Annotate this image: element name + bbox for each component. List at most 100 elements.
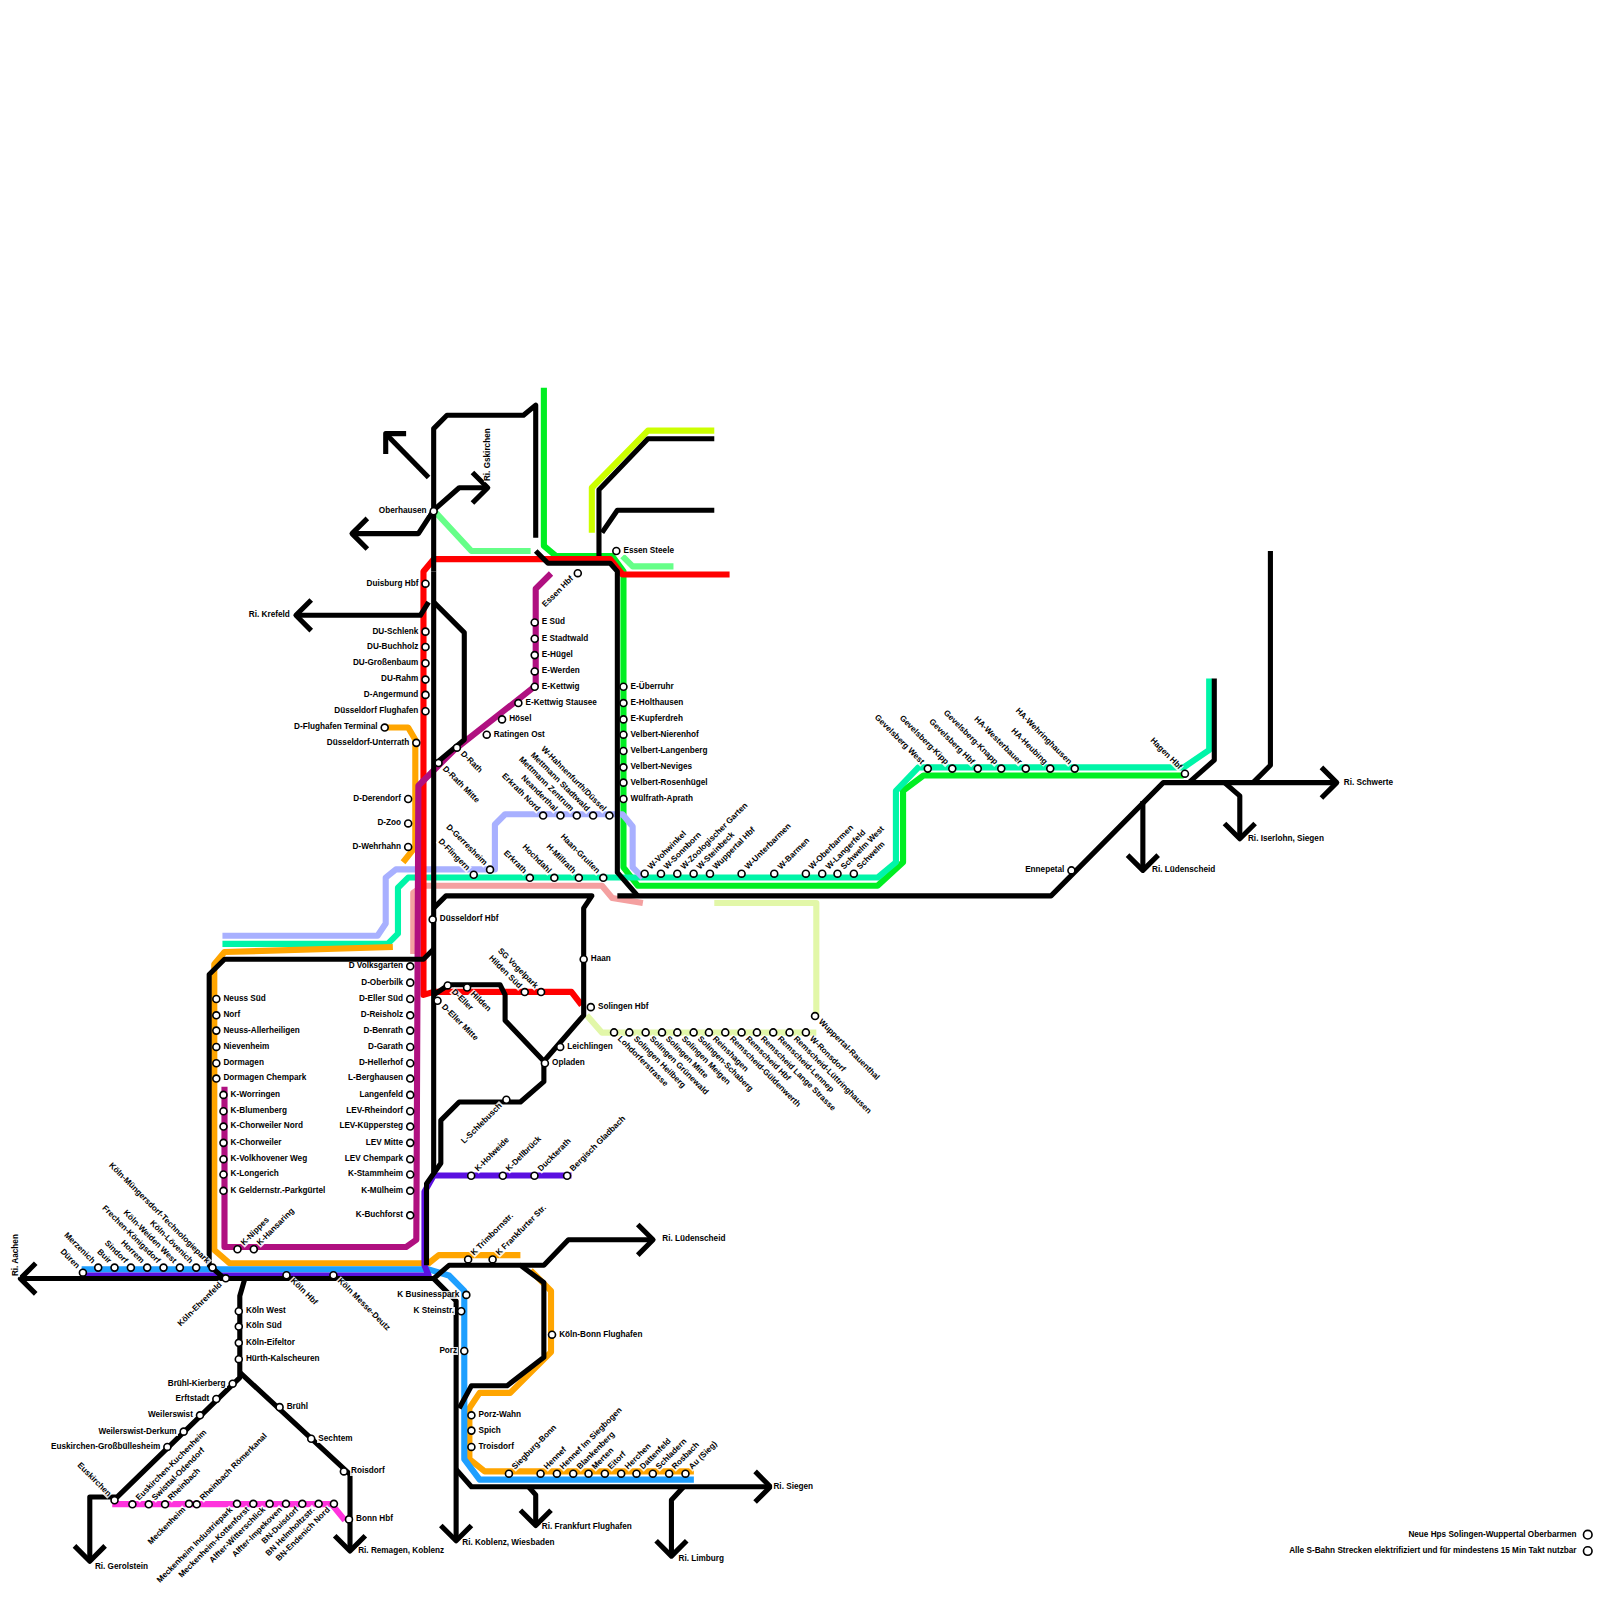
station-marker — [283, 1272, 290, 1279]
station-marker — [220, 1156, 227, 1163]
station-label: D-Garath — [367, 1043, 404, 1051]
station-marker — [540, 812, 547, 819]
station-label: Porz-Wahn — [478, 1411, 522, 1419]
station-marker — [722, 1029, 729, 1036]
station-label: Ri. Gerolstein — [94, 1563, 149, 1571]
station-label: D-Derendorf — [352, 795, 402, 803]
station-marker — [407, 1171, 414, 1178]
station-label: Essen Hbf — [541, 575, 577, 611]
station-label: Haan-Gruiten — [558, 832, 602, 876]
station-marker — [111, 1497, 118, 1504]
station-marker — [706, 870, 713, 877]
station-label: D Volksgarten — [348, 962, 404, 970]
station-marker — [235, 1323, 242, 1330]
station-label: Langenfeld — [358, 1091, 404, 1099]
station-marker — [413, 739, 420, 746]
station-marker — [209, 1264, 216, 1271]
station-label: L-Schlebusch — [460, 1101, 505, 1146]
station-marker — [463, 1291, 470, 1298]
station-label: Leichlingen — [566, 1043, 614, 1051]
station-marker — [299, 1500, 306, 1507]
station-marker — [422, 628, 429, 635]
station-marker — [802, 870, 809, 877]
station-marker — [464, 984, 471, 991]
station-marker — [235, 1356, 242, 1363]
station-label: Köln Süd — [245, 1322, 283, 1330]
station-label: Düsseldorf Flughafen — [333, 707, 419, 715]
station-marker — [620, 764, 627, 771]
station-marker — [330, 1272, 337, 1279]
station-marker — [531, 1172, 538, 1179]
legend-text: Neue Hps Solingen-Wuppertal Oberbarmen — [1407, 1531, 1577, 1539]
station-marker — [541, 1060, 548, 1067]
station-marker — [606, 812, 613, 819]
station-label: Ri. Aachen — [12, 1234, 20, 1278]
line-route — [714, 903, 816, 1015]
station-label: K Trimbornstr. — [470, 1211, 517, 1258]
station-marker — [282, 1500, 289, 1507]
station-marker — [315, 1500, 322, 1507]
station-marker — [515, 700, 522, 707]
station-label: K-Stammheim — [347, 1170, 404, 1178]
station-label: K-Volkhovener Weg — [230, 1155, 309, 1163]
station-marker — [553, 1470, 560, 1477]
station-marker — [641, 870, 648, 877]
station-label: D-Rath — [458, 749, 484, 775]
station-label: E-Kettwig — [541, 683, 581, 691]
station-marker — [407, 1156, 414, 1163]
line-route — [469, 1270, 693, 1471]
station-label: LEV-Küppersteg — [338, 1122, 404, 1130]
station-label: Brühl — [286, 1403, 309, 1411]
station-marker — [213, 1027, 220, 1034]
station-marker — [234, 1246, 241, 1253]
station-label: Velbert-Langenberg — [630, 747, 709, 755]
station-marker — [819, 870, 826, 877]
station-marker — [213, 1060, 220, 1067]
line-route — [434, 510, 531, 551]
station-label: Oberhausen — [378, 507, 428, 515]
station-marker — [235, 1339, 242, 1346]
station-label: Bonn Hbf — [355, 1515, 394, 1523]
station-marker — [340, 1468, 347, 1475]
station-label: Roisdorf — [350, 1467, 386, 1475]
station-marker — [220, 1108, 227, 1115]
station-marker — [551, 874, 558, 881]
station-marker — [674, 870, 681, 877]
station-marker — [145, 1501, 152, 1508]
station-marker — [407, 1075, 414, 1082]
legend-text: Alle S-Bahn Strecken elektrifiziert und … — [1288, 1547, 1577, 1555]
station-marker — [405, 843, 412, 850]
station-label: Ri. Lüdenscheid — [1151, 866, 1216, 874]
station-label: D-Zoo — [376, 819, 402, 827]
station-label: E-Kupferdreh — [630, 715, 684, 723]
station-marker — [974, 765, 981, 772]
station-marker — [613, 548, 620, 555]
station-label: Ri. Siegen — [772, 1483, 814, 1491]
station-marker — [587, 1004, 594, 1011]
station-label: LEV Chempark — [344, 1155, 404, 1163]
station-marker — [422, 580, 429, 587]
station-marker — [531, 668, 538, 675]
station-label: Brühl-Kierberg — [167, 1380, 227, 1388]
station-label: K-Longerich — [230, 1170, 280, 1178]
station-marker — [95, 1264, 102, 1271]
station-marker — [470, 871, 477, 878]
station-label: E-Kettwig Stausee — [524, 699, 597, 707]
station-label: Haan — [590, 955, 612, 963]
station-marker — [531, 652, 538, 659]
station-marker — [468, 1427, 475, 1434]
station-label: Troisdorf — [478, 1443, 515, 1451]
station-label: Dormagen — [222, 1059, 265, 1067]
station-label: Rheinbach Römerkanal — [198, 1431, 270, 1503]
station-label: DU-Großenbaum — [352, 659, 420, 667]
station-marker — [633, 1470, 640, 1477]
station-marker — [674, 1029, 681, 1036]
station-markers — [79, 508, 1592, 1556]
station-marker — [538, 989, 545, 996]
line-route — [587, 1015, 817, 1032]
station-label: Köln-Ehrenfeld — [176, 1280, 225, 1329]
station-label: Velbert-Nierenhof — [630, 731, 700, 739]
colored-lines — [82, 388, 1210, 1521]
station-marker — [234, 1500, 241, 1507]
